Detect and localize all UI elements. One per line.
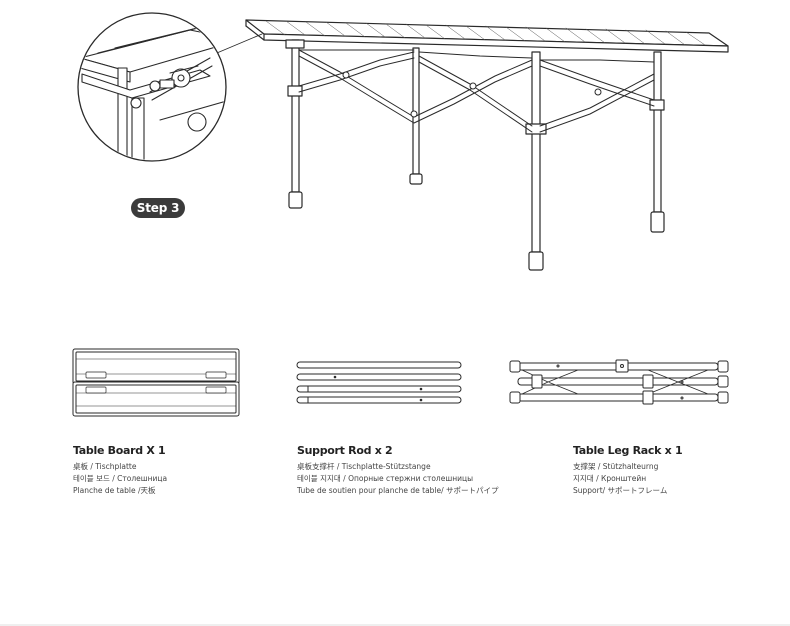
part-title-table-board: Table Board X 1: [73, 444, 166, 457]
part-desc-line: 桌板 / Tischplatte: [73, 462, 137, 471]
part-title-support-rod: Support Rod x 2: [297, 444, 393, 457]
step-badge: Step 3: [131, 198, 185, 218]
detail-magnifier: [77, 12, 227, 162]
support-rod-figure: [296, 361, 462, 404]
part-desc-line: 지지대 / Кронштейн: [573, 474, 647, 483]
tabletop: [245, 19, 729, 53]
part-desc-line: 테이블 보드 / Столешница: [73, 474, 168, 483]
part-desc-line: Support/ サポートフレーム: [573, 486, 668, 495]
part-desc-line: Tube de soutien pour planche de table/ サ…: [297, 486, 499, 495]
part-title-table-leg-rack: Table Leg Rack x 1: [573, 444, 683, 457]
cross-braces: [298, 49, 655, 133]
page-bottom-divider: [0, 624, 790, 626]
table-board-figure: [72, 348, 240, 417]
table-leg-rack-figure: [509, 359, 729, 405]
part-desc-line: 支撑架 / Stützhalteurng: [573, 462, 659, 471]
part-desc-line: 테이블 지지대 / Опорные стержни столешницы: [297, 474, 474, 483]
part-desc-line: 桌板支撑杆 / Tischplatte-Stützstange: [297, 462, 431, 471]
part-desc-line: Planche de table /天板: [73, 486, 156, 495]
table-assembly-illustration: [77, 12, 729, 271]
